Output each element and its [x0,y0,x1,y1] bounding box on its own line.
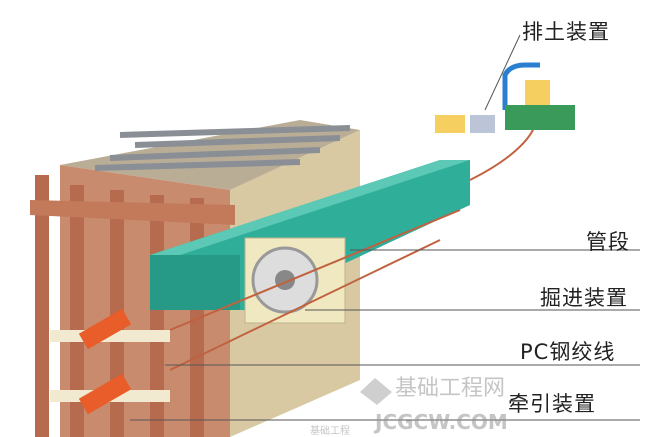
watermark-site-url: JCGCW.COM [375,410,508,434]
label-pc-strand: PC钢绞线 [520,340,616,364]
rails [94,125,351,171]
watermark-small-text: 基础工程 [310,426,350,437]
label-pipe-segment: 管段 [586,230,630,254]
leader-lines [130,34,640,421]
label-soil-removal: 排土装置 [522,20,610,44]
watermark-site-name: 基础工程网 [395,376,506,401]
watermark-logo-icon [360,378,392,405]
label-excavation: 掘进装置 [540,286,628,310]
soil-removal-equipment [435,62,575,133]
label-traction: 牵引装置 [508,392,596,416]
traction-jacks [50,308,170,415]
